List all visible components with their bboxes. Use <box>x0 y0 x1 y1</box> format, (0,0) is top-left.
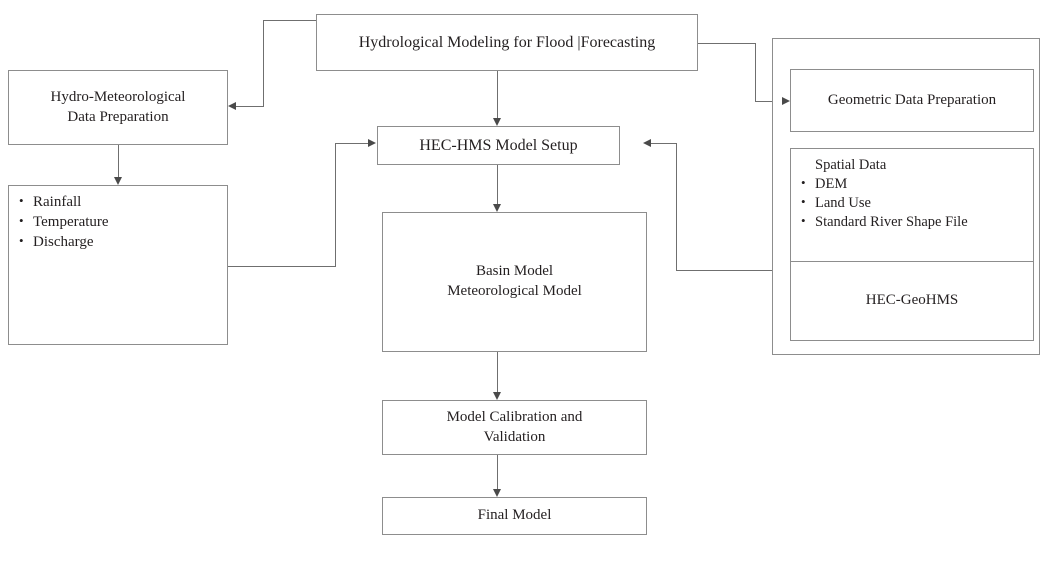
edge-geopanel-to-hms-segment-h2 <box>651 143 677 144</box>
node-final-model-label: Final Model <box>477 507 552 524</box>
node-root-title-label: Hydrological Modeling for Flood |Forecas… <box>358 33 656 51</box>
edge-geopanel-to-hms-arrowhead <box>643 139 651 147</box>
list-item: DEM <box>801 174 1043 194</box>
edge-hms-to-basin-arrowhead <box>493 204 501 212</box>
node-hec-hms-model-setup[interactable]: HEC-HMS Model Setup <box>377 126 620 165</box>
spatial-data-list: DEM Land Use Standard River Shape File <box>801 174 1043 232</box>
node-root-title[interactable]: Hydrological Modeling for Flood |Forecas… <box>316 14 698 71</box>
node-spatial-data[interactable]: Spatial Data DEM Land Use Standard River… <box>790 148 1034 341</box>
spatial-data-heading: Spatial Data <box>815 157 887 173</box>
edge-root-to-hydro-met-segment-h2 <box>236 106 264 107</box>
edge-items-to-hms-arrowhead <box>368 139 376 147</box>
edge-items-to-hms-segment-h2 <box>335 143 369 144</box>
list-item: Standard River Shape File <box>801 212 1043 232</box>
node-geometric-data-preparation[interactable]: Geometric Data Preparation <box>790 69 1034 132</box>
edge-root-to-hydro-met-segment-h1 <box>263 20 317 21</box>
list-item: Discharge <box>19 232 227 253</box>
edge-calibration-to-final-arrowhead <box>493 489 501 497</box>
node-final-model[interactable]: Final Model <box>382 497 647 535</box>
edge-root-to-hydro-met-arrowhead <box>228 102 236 110</box>
node-hec-hms-model-setup-label: HEC-HMS Model Setup <box>419 136 578 154</box>
node-geometric-data-preparation-label: Geometric Data Preparation <box>827 91 997 108</box>
hydro-variable-list: Rainfall Temperature Discharge <box>19 192 227 253</box>
node-hydro-meteorological-variables[interactable]: Rainfall Temperature Discharge <box>8 185 228 345</box>
edge-root-to-geo-arrowhead <box>782 97 790 105</box>
edge-items-to-hms-segment-h1 <box>228 266 336 267</box>
edge-root-to-hms-segment-v <box>497 71 498 119</box>
node-hec-geohms-label: HEC-GeoHMS <box>865 292 959 309</box>
edge-calibration-to-final-segment-v <box>497 455 498 490</box>
spatial-geohms-divider <box>791 261 1033 262</box>
edge-geopanel-to-hms-segment-h1 <box>676 270 773 271</box>
node-hydro-meteorological-data-preparation[interactable]: Hydro-Meteorological Data Preparation <box>8 70 228 145</box>
edge-root-to-hms-arrowhead <box>493 118 501 126</box>
node-basin-meteorological-model-label: Basin Model Meteorological Model <box>447 263 582 299</box>
list-item: Temperature <box>19 212 227 233</box>
edge-root-to-geo-segment-h2 <box>755 101 783 102</box>
edge-root-to-geo-segment-v <box>755 43 756 102</box>
edge-geopanel-to-hms-segment-v <box>676 143 677 271</box>
node-basin-meteorological-model[interactable]: Basin Model Meteorological Model <box>382 212 647 352</box>
edge-basin-to-calibration-arrowhead <box>493 392 501 400</box>
list-item: Land Use <box>801 193 1043 213</box>
node-model-calibration-validation[interactable]: Model Calibration and Validation <box>382 400 647 455</box>
edge-items-to-hms-segment-v <box>335 143 336 267</box>
edge-basin-to-calibration-segment-v <box>497 352 498 393</box>
node-hec-geohms[interactable]: HEC-GeoHMS <box>791 261 1033 341</box>
node-hydro-meteorological-label: Hydro-Meteorological Data Preparation <box>50 88 186 125</box>
node-model-calibration-validation-label: Model Calibration and Validation <box>446 408 583 445</box>
edge-hydromet-to-items-segment-v <box>118 145 119 179</box>
edge-hydromet-to-items-arrowhead <box>114 177 122 185</box>
edge-hms-to-basin-segment-v <box>497 165 498 205</box>
edge-root-to-hydro-met-segment-v <box>263 20 264 106</box>
list-item: Rainfall <box>19 192 227 213</box>
edge-root-to-geo-segment-h1 <box>698 43 756 44</box>
